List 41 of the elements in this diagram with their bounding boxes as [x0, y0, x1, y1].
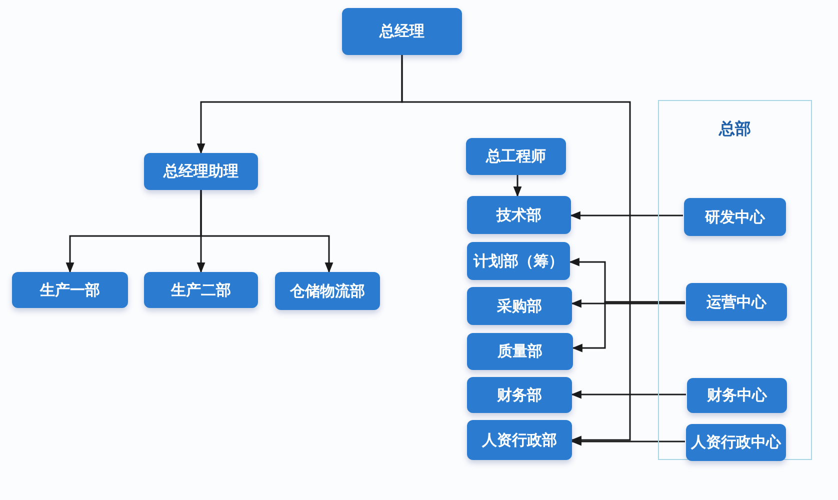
connector-arrow: [572, 301, 685, 352]
org-box: [684, 198, 786, 236]
org-box: [687, 378, 787, 413]
org-box: [466, 138, 566, 175]
box-label: 财务中心: [707, 386, 767, 405]
connector-arrow: [200, 190, 334, 274]
box-label: 人资行政中心: [691, 433, 781, 452]
org-box: [467, 196, 571, 234]
connector-arrow: [570, 299, 685, 308]
connector-arrow: [513, 175, 522, 198]
org-box: [342, 8, 462, 55]
box-label: 计划部（筹）: [474, 252, 564, 270]
box-label: 质量部: [498, 342, 542, 361]
box-label: 总经理: [380, 22, 424, 41]
org-box: [467, 420, 572, 460]
box-label: 采购部: [497, 296, 542, 316]
group-title: 总部: [719, 119, 751, 140]
box-label: 人资行政部: [482, 430, 557, 450]
box-label: 总工程师: [486, 147, 546, 166]
org-box: [467, 242, 570, 280]
box-label: 总经理助理: [164, 162, 238, 181]
box-label: 运营中心: [706, 292, 766, 312]
org-box: [12, 272, 128, 308]
org-box: [686, 283, 787, 321]
org-box: [467, 287, 572, 325]
box-label: 仓储物流部: [290, 282, 365, 300]
box-label: 研发中心: [705, 208, 765, 226]
box-label: 生产二部: [171, 280, 231, 300]
box-label: 技术部: [496, 206, 542, 224]
org-box: [686, 424, 786, 461]
connector-arrow: [570, 390, 686, 399]
connector-arrow: [570, 211, 683, 220]
org-box: [275, 272, 380, 310]
org-box: [467, 377, 572, 413]
org-box: [144, 272, 258, 308]
box-label: 财务部: [497, 386, 542, 404]
box-label: 生产一部: [40, 280, 100, 300]
connector-arrow: [570, 437, 685, 446]
org-box: [467, 333, 573, 370]
group-panel: [658, 100, 812, 460]
org-box: [144, 153, 258, 190]
